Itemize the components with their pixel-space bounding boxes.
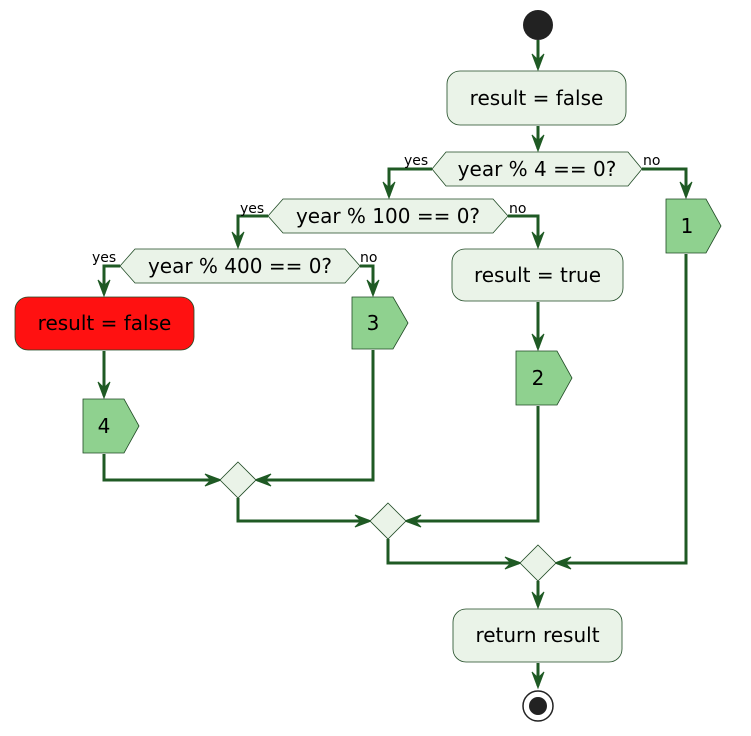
edge-div100-yes [236, 214, 268, 246]
connector-1: 1 [665, 198, 722, 254]
edge-c2-to-mergeB [407, 406, 540, 523]
edge-div400-no [360, 264, 375, 294]
edge-c1-to-mergeC [557, 254, 688, 565]
connector-1-label: 1 [681, 214, 694, 238]
arrowhead [97, 381, 111, 400]
action-leap-true-label: result = true [474, 263, 601, 287]
arrowhead [97, 279, 111, 298]
decision-div4-label: year % 4 == 0? [458, 157, 617, 181]
branch-label-div4-no: no [643, 153, 660, 169]
arrowhead [531, 134, 545, 153]
arrowhead [403, 514, 422, 528]
action-init-label: result = false [470, 86, 604, 110]
connector-2-label: 2 [532, 366, 545, 390]
arrowhead [531, 333, 545, 352]
edge-div4-no [642, 167, 688, 196]
action-century-false-label: result = false [38, 311, 172, 335]
branch-label-div400-yes: yes [92, 250, 116, 266]
action-return: return result [452, 608, 623, 663]
action-leap-true: result = true [451, 248, 624, 302]
action-century-false: result = false [14, 296, 195, 351]
decision-div400: year % 400 == 0? [119, 248, 361, 284]
branch-label-div100-no: no [509, 201, 526, 217]
merge-diamond-a [219, 461, 257, 499]
arrowhead [253, 473, 272, 487]
decision-div400-label: year % 400 == 0? [148, 254, 332, 278]
edge-div400-yes [102, 264, 120, 294]
branch-label-div400-no: no [360, 250, 377, 266]
edges [102, 40, 688, 686]
arrowhead [354, 514, 373, 528]
arrowhead [679, 181, 693, 200]
decision-div100-label: year % 100 == 0? [296, 204, 480, 228]
connector-4-label: 4 [98, 414, 111, 438]
merge-diamond-c [519, 544, 557, 582]
branch-label-div4-yes: yes [404, 153, 428, 169]
arrowhead [531, 671, 545, 690]
arrowhead [231, 231, 245, 250]
arrowhead [382, 181, 396, 200]
start-node [523, 10, 553, 40]
connector-2: 2 [515, 350, 573, 406]
edge-mergeA-to-mergeB [236, 498, 369, 523]
arrowhead [204, 473, 223, 487]
edge-c4-to-mergeA [102, 454, 219, 482]
action-return-label: return result [475, 623, 599, 647]
connector-4: 4 [82, 398, 140, 454]
connector-3: 3 [351, 296, 409, 350]
arrowheads [97, 53, 693, 690]
arrowhead [531, 53, 545, 72]
arrowhead [553, 556, 572, 570]
edge-div4-yes [387, 167, 432, 196]
arrowhead [531, 231, 545, 250]
arrowhead [531, 591, 545, 610]
arrowhead [504, 556, 523, 570]
branch-label-div100-yes: yes [240, 201, 264, 217]
edge-div100-no [508, 214, 540, 246]
arrowhead [366, 279, 380, 298]
edge-c3-to-mergeA [257, 350, 375, 482]
merge-diamond-b [369, 502, 407, 540]
connector-3-label: 3 [367, 311, 380, 335]
decision-div4: year % 4 == 0? [431, 151, 643, 187]
action-init: result = false [446, 70, 627, 126]
decision-div100: year % 100 == 0? [267, 198, 509, 234]
edge-mergeB-to-mergeC [386, 539, 519, 565]
end-node [522, 690, 554, 722]
